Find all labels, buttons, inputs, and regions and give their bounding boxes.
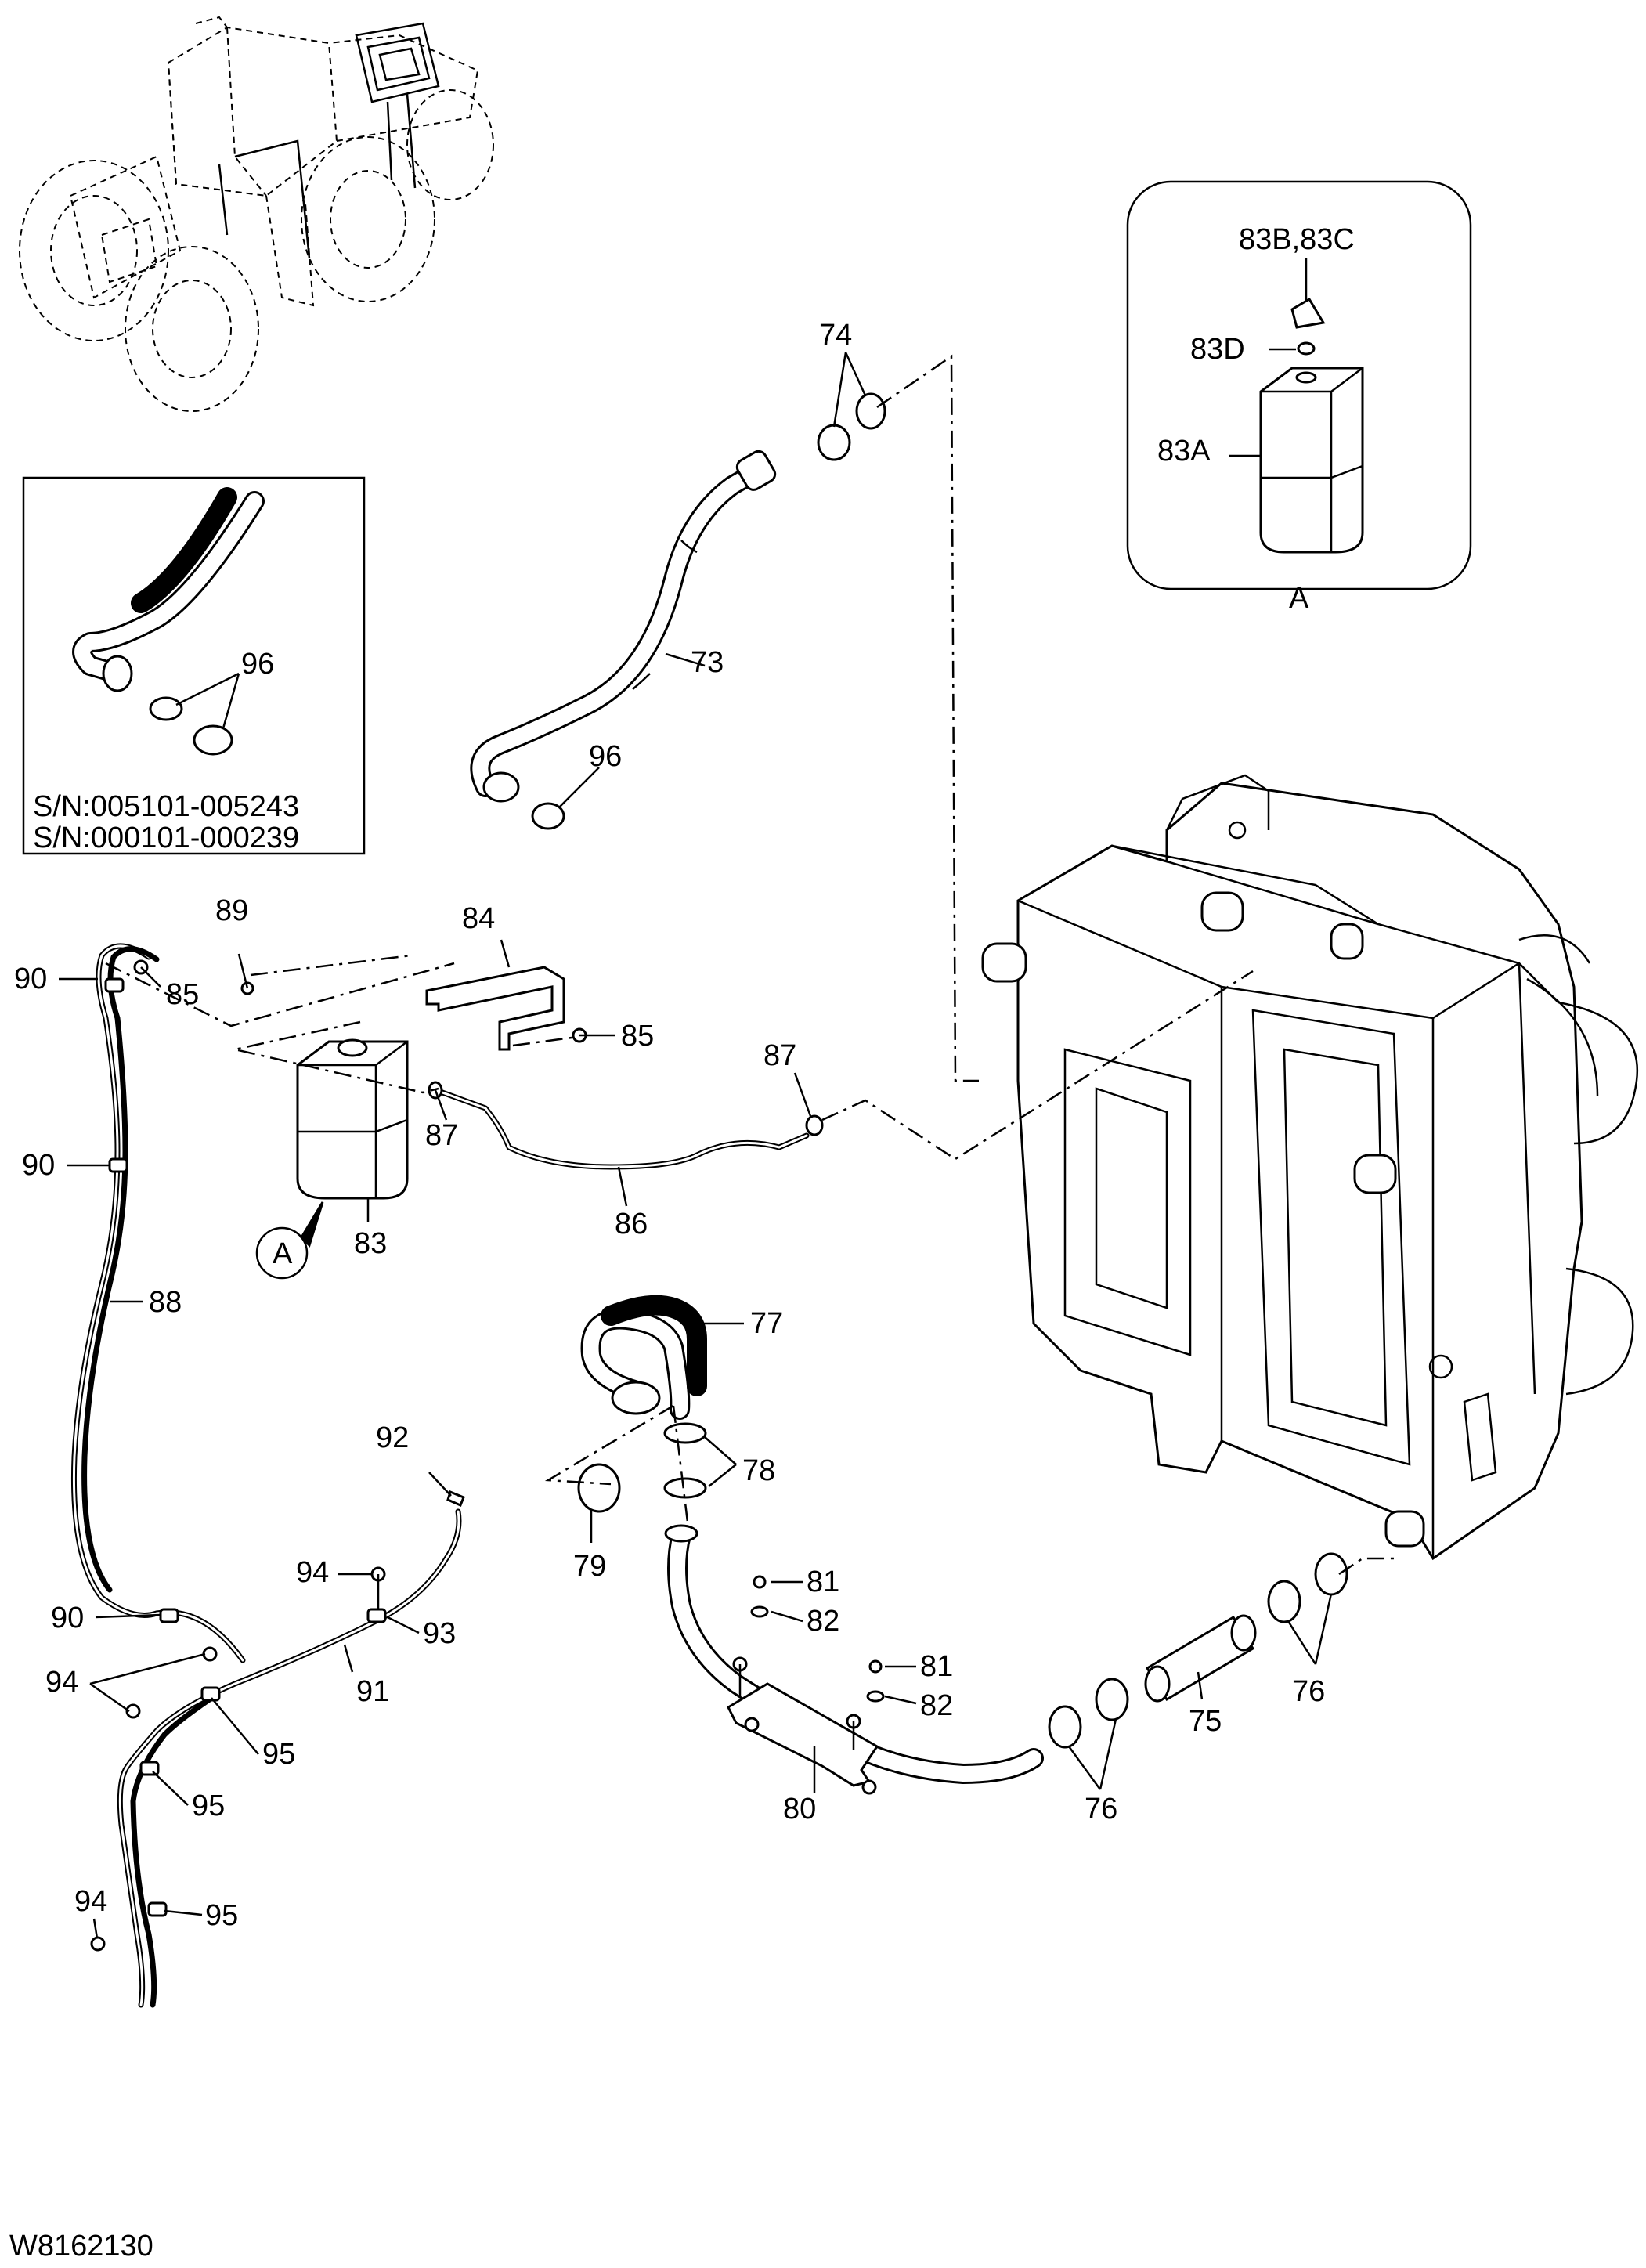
callout-79: 79 xyxy=(573,1550,606,1583)
pipe-80 xyxy=(664,1524,1044,1795)
callout-85-left: 85 xyxy=(166,978,199,1011)
callout-91: 91 xyxy=(356,1675,389,1708)
callout-89: 89 xyxy=(215,894,248,927)
callout-88: 88 xyxy=(149,1286,182,1319)
harness-88-91 xyxy=(70,943,465,2008)
callout-83: 83 xyxy=(354,1227,387,1260)
callout-84: 84 xyxy=(462,902,495,935)
fasteners-upper xyxy=(133,953,615,1121)
callout-87-left: 87 xyxy=(425,1119,458,1152)
callout-75: 75 xyxy=(1189,1705,1222,1738)
callout-85-right: 85 xyxy=(621,1020,654,1053)
callout-77: 77 xyxy=(750,1307,783,1340)
callout-95-top: 95 xyxy=(262,1738,295,1771)
callout-94-bottom: 94 xyxy=(74,1885,107,1918)
callout-81-top: 81 xyxy=(807,1566,839,1598)
detail-label-83d: 83D xyxy=(1190,333,1245,366)
detail-label-83b-83c: 83B,83C xyxy=(1239,223,1355,256)
leader-74-to-radiator xyxy=(876,354,979,1082)
callout-74: 74 xyxy=(819,319,852,352)
leader-78-79-dash xyxy=(544,1404,691,1536)
machine-overview-illustration xyxy=(19,16,494,412)
detail-label-83a: 83A xyxy=(1157,435,1211,468)
callout-73: 73 xyxy=(691,646,724,679)
detail-a-box: 83B,83C 83D 83A A xyxy=(1126,180,1472,615)
leader-94-bottom xyxy=(92,1918,99,1939)
callout-82-bottom: 82 xyxy=(920,1689,953,1722)
serial-line-1: S/N:005101-005243 xyxy=(33,790,299,823)
leader-95-top xyxy=(211,1697,259,1755)
callout-a: A xyxy=(273,1237,293,1270)
serial-callout-96: 96 xyxy=(241,648,274,681)
serial-variant-box: 96 S/N:005101-005243 S/N:000101-000239 xyxy=(22,476,366,855)
leader-94-mid xyxy=(89,1652,206,1713)
drawing-code: W8162130 xyxy=(9,2230,153,2263)
callout-92: 92 xyxy=(376,1421,409,1454)
hose-77 xyxy=(577,1295,744,1543)
callout-circle-a xyxy=(255,1226,309,1280)
callout-90-low: 90 xyxy=(51,1602,84,1634)
callout-95-bottom: 95 xyxy=(205,1899,238,1932)
leader-tank-dash xyxy=(105,962,1254,1161)
callout-76-left: 76 xyxy=(1085,1793,1117,1826)
leader-75-to-radiator xyxy=(1338,1557,1394,1576)
callout-96: 96 xyxy=(589,740,622,773)
callout-90-top: 90 xyxy=(14,962,47,995)
hose-75 xyxy=(1048,1552,1348,1790)
callout-86: 86 xyxy=(615,1208,648,1241)
callout-87-right: 87 xyxy=(763,1039,796,1072)
callout-78: 78 xyxy=(742,1454,775,1487)
callout-labels: 74 73 96 89 84 90 85 85 87 87 90 86 83 A… xyxy=(14,319,1325,1939)
callout-81-bottom: 81 xyxy=(920,1650,953,1683)
callout-80: 80 xyxy=(783,1793,816,1826)
leader-95-mid xyxy=(152,1771,189,1806)
callout-82-top: 82 xyxy=(807,1605,839,1638)
leader-87-right xyxy=(793,1072,812,1117)
leader-bracket-dash xyxy=(250,954,572,1047)
leader-95-bottom xyxy=(164,1909,203,1916)
callout-95-mid: 95 xyxy=(192,1789,225,1822)
upper-hose-73 xyxy=(470,352,886,830)
arrow-to-tank xyxy=(300,1201,324,1248)
hose-86 xyxy=(428,1081,824,1207)
callout-93: 93 xyxy=(423,1617,456,1650)
bracket-84 xyxy=(425,939,565,1051)
callout-94-top: 94 xyxy=(296,1556,329,1589)
detail-letter-a: A xyxy=(1289,582,1309,615)
callout-76-right: 76 xyxy=(1292,1675,1325,1708)
reservoir-tank-83 xyxy=(296,1038,409,1200)
callout-90-mid: 90 xyxy=(22,1149,55,1182)
callout-94-mid: 94 xyxy=(45,1666,78,1699)
radiator-assembly xyxy=(981,774,1639,1561)
leader-90-low xyxy=(95,1613,161,1619)
serial-line-2: S/N:000101-000239 xyxy=(33,822,299,854)
